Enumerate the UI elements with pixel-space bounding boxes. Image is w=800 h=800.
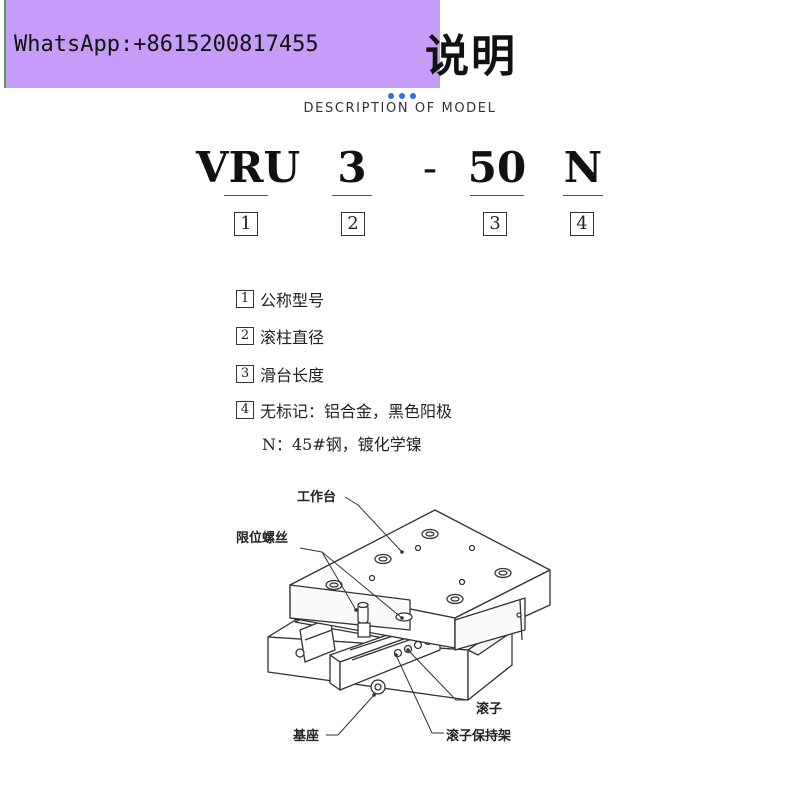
code-index-3: 3 xyxy=(483,212,507,236)
code-index-1: 1 xyxy=(234,212,258,236)
limit-screws xyxy=(295,528,522,695)
legend-text: 无标记：铝合金，黑色阳极 xyxy=(260,402,453,421)
leader-dots xyxy=(354,550,410,697)
legend-item-1: 1 公称型号 xyxy=(236,287,324,311)
code-index-4: 4 xyxy=(570,212,594,236)
legend-item-2: 2 滚柱直径 xyxy=(236,324,324,348)
page-title: 说明 xyxy=(425,31,517,82)
code-part-dash: - xyxy=(422,143,438,192)
label-limit-screw: 限位螺丝 xyxy=(236,531,289,546)
legend-index-box: 4 xyxy=(236,401,254,419)
legend-item-3: 3 滑台长度 xyxy=(236,362,324,386)
watermark-banner: WhatsApp:+8615200817455 xyxy=(4,0,440,88)
watermark-text: WhatsApp:+8615200817455 xyxy=(14,31,319,57)
legend-text: 公称型号 xyxy=(260,291,325,310)
code-part-material: N xyxy=(563,143,603,192)
code-underline-2 xyxy=(332,195,372,196)
legend-item-4-alt: N：45#钢，镀化学镍 xyxy=(262,431,422,455)
code-part-series: VRU xyxy=(196,143,301,192)
title-decoration-dots xyxy=(388,84,421,103)
leader-lines xyxy=(299,496,466,736)
legend-item-4: 4 无标记：铝合金，黑色阳极 xyxy=(236,398,452,422)
label-base: 基座 xyxy=(293,729,320,744)
legend-text: 滑台长度 xyxy=(260,366,325,385)
code-underline-4 xyxy=(563,195,603,196)
label-worktable: 工作台 xyxy=(297,490,337,505)
legend-text: 滚柱直径 xyxy=(260,328,325,347)
page-subtitle: DESCRIPTION OF MODEL xyxy=(303,101,497,116)
legend-index-box: 1 xyxy=(236,290,254,308)
legend-index-box: 3 xyxy=(236,365,254,383)
label-roller-cage: 滚子保持架 xyxy=(446,729,512,744)
code-index-2: 2 xyxy=(341,212,365,236)
code-underline-1 xyxy=(224,195,268,196)
code-part-roller-diameter: 3 xyxy=(337,143,367,192)
legend-index-box: 2 xyxy=(236,327,254,345)
legend-text: N：45#钢，镀化学镍 xyxy=(262,435,422,454)
code-part-length: 50 xyxy=(467,143,527,192)
worktable-block xyxy=(289,509,551,651)
label-roller: 滚子 xyxy=(476,702,503,717)
code-underline-3 xyxy=(470,195,524,196)
